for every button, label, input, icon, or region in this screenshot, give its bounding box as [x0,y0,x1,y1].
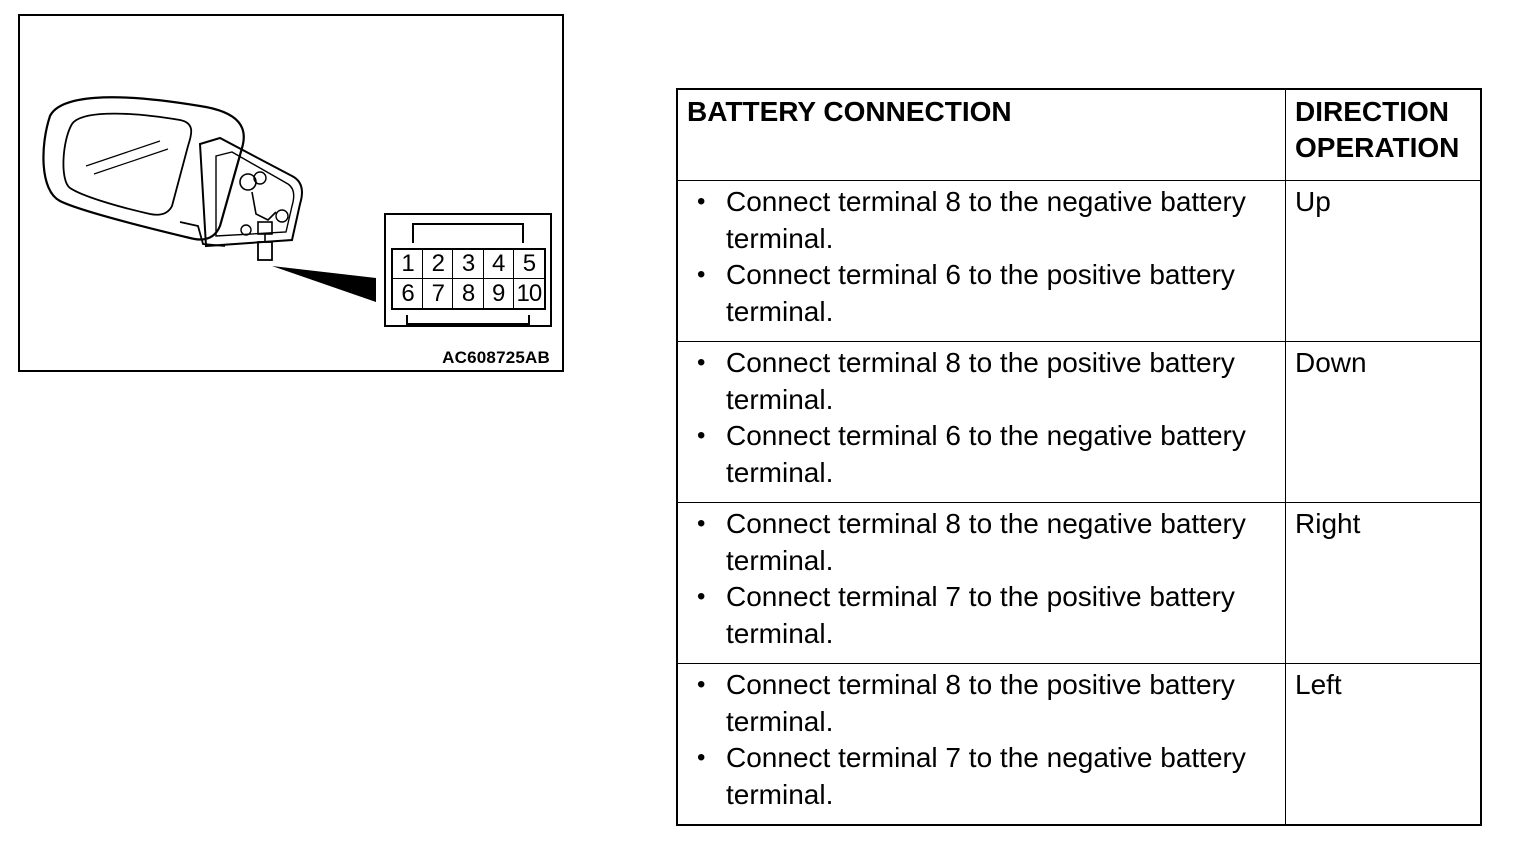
table-row: Connect terminal 8 to the negative batte… [676,502,1482,664]
connector-pin: 2 [423,250,454,279]
direction-cell: Right [1285,502,1482,664]
connection-step: Connect terminal 6 to the negative batte… [687,418,1277,491]
table-row: Connect terminal 8 to the positive batte… [676,663,1482,826]
connection-cell: Connect terminal 8 to the negative batte… [676,502,1286,664]
connector-pin: 9 [484,279,514,308]
connector-pin: 10 [516,279,543,307]
connection-cell: Connect terminal 8 to the negative batte… [676,180,1286,342]
connector-pin: 4 [483,250,514,279]
connector-pin: 1 [393,250,424,279]
battery-connection-table: BATTERY CONNECTION DIRECTION OPERATION C… [676,88,1482,826]
connector-pin-diagram: 1 2 3 4 5 6 7 8 9 10 [384,213,552,327]
connection-cell: Connect terminal 8 to the positive batte… [676,341,1286,503]
connection-step: Connect terminal 8 to the positive batte… [687,667,1277,740]
connector-pin: 7 [423,279,454,308]
mirror-mount-plate [198,136,303,248]
leader-arrow [272,266,376,302]
harness-plug [257,241,273,261]
direction-cell: Up [1285,180,1482,342]
door-mirror-illustration [42,96,376,302]
mirror-glass [62,112,193,216]
connector-pin: 5 [513,250,544,279]
connector-pin-grid: 1 2 3 4 5 6 7 8 9 10 [391,248,546,310]
connector-top-tab [412,223,524,243]
mirror-housing [42,96,245,241]
header-direction-operation: DIRECTION OPERATION [1285,88,1482,181]
connection-step: Connect terminal 8 to the negative batte… [687,184,1277,257]
connector-bottom-tab [406,315,530,325]
table-row: Connect terminal 8 to the negative batte… [676,180,1482,342]
mirror-connector-figure: 1 2 3 4 5 6 7 8 9 10 AC608725AB [18,14,564,372]
direction-cell: Down [1285,341,1482,503]
connection-step: Connect terminal 7 to the positive batte… [687,579,1277,652]
connection-step: Connect terminal 8 to the positive batte… [687,345,1277,418]
connector-pin: 3 [453,250,484,279]
header-battery-connection: BATTERY CONNECTION [676,88,1286,181]
connection-cell: Connect terminal 8 to the positive batte… [676,663,1286,826]
connection-step: Connect terminal 6 to the positive batte… [687,257,1277,330]
figure-code: AC608725AB [442,348,550,367]
connection-step: Connect terminal 8 to the negative batte… [687,506,1277,579]
table-header-row: BATTERY CONNECTION DIRECTION OPERATION [676,88,1482,181]
table-row: Connect terminal 8 to the positive batte… [676,341,1482,503]
direction-cell: Left [1285,663,1482,826]
connector-pin: 8 [453,279,484,308]
connection-step: Connect terminal 7 to the negative batte… [687,740,1277,813]
connector-pin: 6 [393,279,424,308]
